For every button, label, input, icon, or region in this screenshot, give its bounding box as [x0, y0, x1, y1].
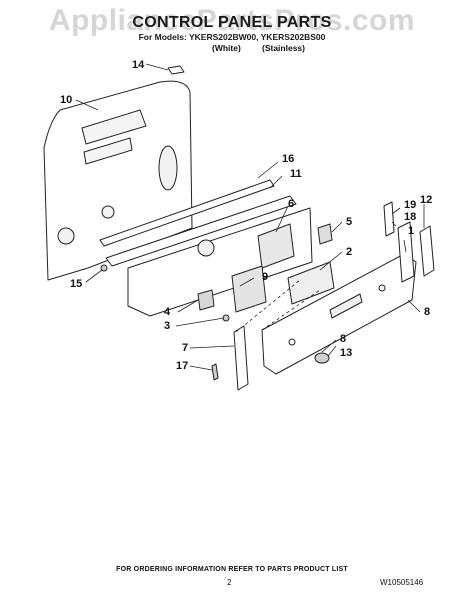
callout-label: 8: [340, 333, 346, 345]
document-number: W10505146: [380, 578, 424, 587]
part-screw: [211, 363, 219, 381]
callout-label: 9: [262, 271, 268, 283]
ordering-note: FOR ORDERING INFORMATION REFER TO PARTS …: [116, 566, 348, 573]
callout-label: 10: [60, 94, 72, 106]
page-number: 2: [227, 578, 232, 587]
leader-line: [275, 205, 289, 233]
leader-line: [269, 175, 283, 189]
callout-label: 18: [404, 211, 416, 223]
leader-line: [319, 251, 343, 271]
part-switch: [197, 289, 215, 311]
leader-line: [321, 339, 337, 353]
leader-line: [403, 239, 407, 253]
leader-line: [145, 63, 169, 71]
model-numbers: For Models: YKERS202BW00, YKERS202BS00: [138, 32, 326, 42]
leader-line: [75, 99, 99, 111]
part-rear-shield: [43, 80, 193, 281]
leader-line: [177, 299, 199, 313]
explode-line: [235, 279, 301, 333]
leader-line: [257, 161, 279, 179]
part-trim: [105, 195, 297, 267]
finish-white-label: (White): [212, 43, 241, 53]
part-strip: [99, 179, 275, 247]
console-hole: [197, 239, 215, 257]
part-clip: [167, 65, 185, 75]
leader-line: [175, 317, 225, 327]
callout-label: 1: [408, 225, 414, 237]
page-title: CONTROL PANEL PARTS: [132, 14, 332, 31]
part-touch-panel: [287, 261, 335, 305]
leader-line: [85, 269, 103, 283]
callout-label: 3: [164, 320, 170, 332]
rear-shield-hole: [101, 205, 115, 219]
leader-line: [189, 365, 213, 371]
part-end-cap: [383, 201, 395, 237]
leader-line: [407, 299, 421, 313]
callout-label: 19: [404, 199, 416, 211]
part-right-end-cap: [419, 225, 435, 277]
control-panel-knob-hole: [288, 338, 296, 346]
callout-label: 17: [176, 360, 188, 372]
part-screw: [100, 264, 108, 272]
rear-shield-oval: [158, 145, 178, 191]
rear-shield-vent: [81, 109, 147, 145]
callout-label: 5: [346, 216, 352, 228]
callout-label: 2: [346, 246, 352, 258]
leader-line: [189, 345, 235, 349]
callout-label: 15: [70, 278, 82, 290]
callout-label: 16: [282, 153, 294, 165]
callout-label: 7: [182, 342, 188, 354]
callout-label: 14: [132, 59, 145, 71]
finish-stainless-label: (Stainless): [262, 43, 305, 53]
part-control-board: [257, 223, 295, 269]
callout-label: 12: [420, 194, 432, 206]
leader-line: [239, 277, 255, 287]
callout-label: 13: [340, 347, 352, 359]
leader-line: [391, 221, 397, 227]
callout-label: 4: [164, 306, 171, 318]
part-knob: [314, 352, 330, 364]
leader-line: [327, 345, 337, 357]
leader-line: [331, 221, 343, 233]
control-panel-window: [329, 293, 363, 319]
rear-shield-hole: [57, 227, 75, 245]
part-electronic-control: [231, 265, 267, 313]
callout-label: 6: [288, 198, 294, 210]
leader-line: [391, 207, 401, 215]
callout-label: 8: [424, 306, 430, 318]
callout-label: 11: [290, 168, 302, 180]
part-bracket: [317, 223, 333, 245]
part-left-end-cap: [233, 325, 249, 391]
watermark: AppliancePartsPros.com: [48, 4, 416, 37]
control-panel-knob-hole: [378, 284, 386, 292]
rear-shield-vent-2: [83, 137, 133, 165]
